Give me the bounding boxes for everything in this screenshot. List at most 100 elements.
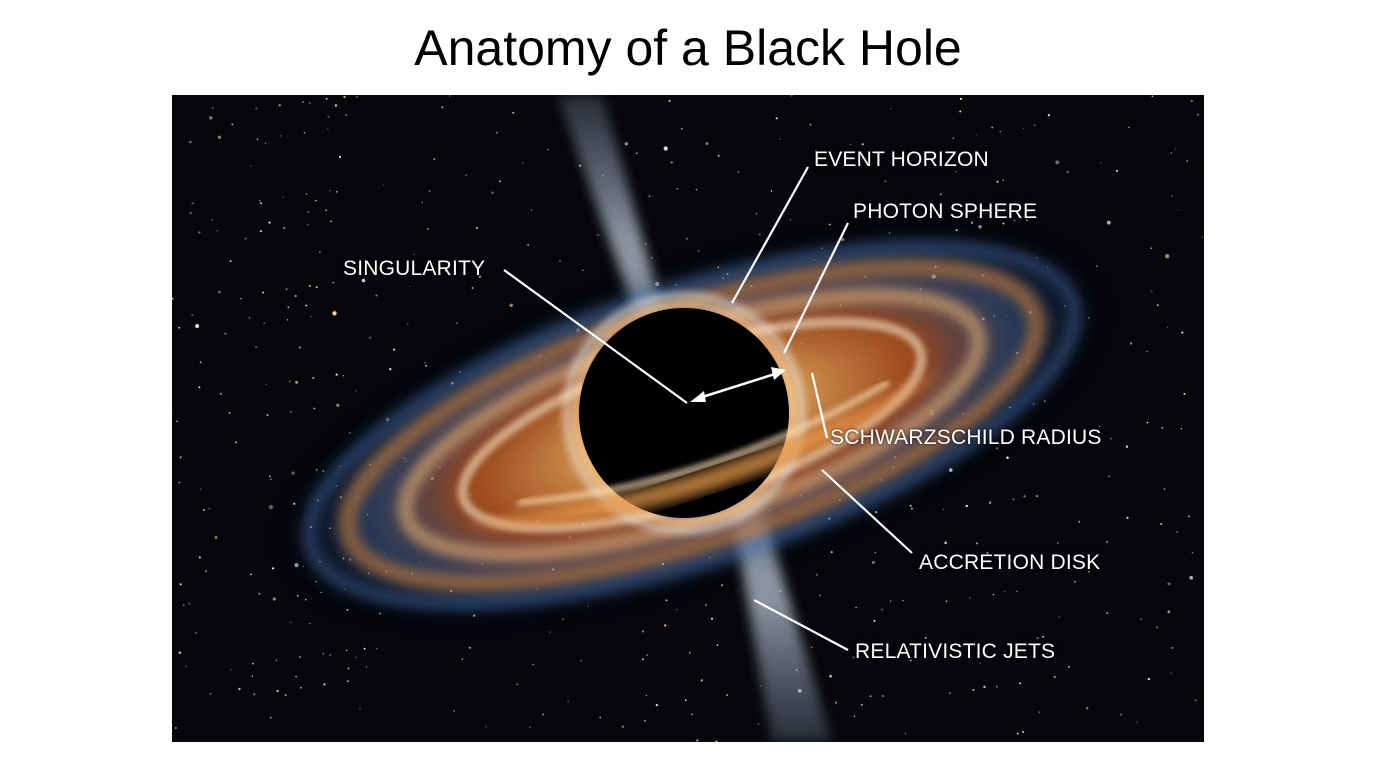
- label-singularity: SINGULARITY: [343, 257, 486, 280]
- star: [251, 675, 254, 677]
- star: [1116, 169, 1118, 172]
- star: [986, 551, 989, 554]
- star: [230, 669, 232, 671]
- star: [1058, 616, 1060, 618]
- star: [188, 602, 191, 605]
- star: [757, 723, 760, 725]
- star: [700, 679, 704, 682]
- star: [268, 504, 274, 510]
- star: [361, 278, 366, 283]
- star: [1180, 428, 1183, 430]
- star: [855, 606, 857, 609]
- star: [336, 191, 338, 193]
- star: [992, 593, 995, 596]
- star: [283, 226, 286, 229]
- star: [278, 104, 281, 107]
- star: [1161, 426, 1164, 429]
- star: [211, 107, 214, 109]
- star: [172, 409, 173, 411]
- star: [255, 107, 258, 110]
- star: [264, 142, 267, 144]
- star: [991, 126, 994, 129]
- star: [268, 475, 271, 478]
- star: [1151, 95, 1154, 97]
- star: [313, 407, 316, 410]
- star: [835, 701, 837, 704]
- star: [294, 294, 297, 298]
- star: [852, 656, 855, 659]
- star: [424, 362, 426, 364]
- star: [298, 346, 301, 349]
- star: [375, 294, 378, 297]
- star: [198, 231, 201, 234]
- star: [1035, 495, 1038, 498]
- star: [214, 536, 218, 539]
- star: [651, 256, 653, 259]
- star: [1150, 247, 1153, 250]
- star: [668, 99, 671, 103]
- star: [262, 291, 265, 294]
- star: [178, 651, 182, 655]
- star: [1126, 516, 1129, 519]
- star: [665, 599, 668, 602]
- radius-arrow: [690, 367, 786, 402]
- star: [345, 113, 348, 117]
- label-accretion-disk: ACCRETION DISK: [919, 551, 1101, 574]
- star: [737, 171, 740, 174]
- label-relativistic-jets: RELATIVISTIC JETS: [855, 640, 1056, 663]
- star: [310, 315, 312, 318]
- star: [272, 597, 276, 601]
- star: [1056, 542, 1059, 544]
- star: [869, 695, 872, 698]
- star: [815, 573, 818, 576]
- star: [944, 541, 947, 544]
- star: [873, 619, 876, 622]
- star: [285, 288, 288, 291]
- star: [988, 501, 992, 504]
- star: [315, 286, 318, 289]
- star: [904, 732, 907, 734]
- star: [1163, 488, 1166, 490]
- star: [295, 675, 297, 678]
- leader-lines: [503, 166, 913, 651]
- star: [942, 508, 944, 510]
- star: [1170, 152, 1172, 154]
- star: [343, 95, 346, 99]
- star: [959, 110, 962, 113]
- schwarzschild-radius-leader: [810, 372, 829, 439]
- star: [635, 152, 638, 155]
- star: [421, 201, 423, 204]
- star: [327, 128, 329, 131]
- star: [1068, 666, 1070, 668]
- star: [306, 223, 309, 226]
- star: [428, 190, 431, 193]
- star: [217, 290, 221, 294]
- star: [211, 219, 213, 221]
- star: [685, 237, 688, 240]
- star: [1022, 127, 1025, 129]
- star: [512, 111, 515, 114]
- star: [1147, 678, 1150, 681]
- star: [582, 269, 584, 271]
- star: [1003, 590, 1006, 593]
- star: [258, 592, 261, 595]
- star: [884, 180, 887, 183]
- star: [249, 573, 252, 576]
- star: [198, 556, 201, 559]
- star: [252, 662, 254, 665]
- star: [475, 226, 479, 229]
- star: [425, 364, 427, 367]
- star: [1012, 498, 1015, 501]
- star: [696, 739, 699, 742]
- star: [1183, 392, 1186, 396]
- star: [978, 224, 982, 229]
- star: [1190, 99, 1193, 102]
- star: [1025, 219, 1028, 222]
- star: [621, 725, 625, 728]
- star: [715, 740, 718, 742]
- star: [975, 134, 978, 136]
- star: [305, 193, 308, 195]
- star: [642, 658, 644, 661]
- star: [314, 199, 317, 202]
- star: [644, 242, 647, 245]
